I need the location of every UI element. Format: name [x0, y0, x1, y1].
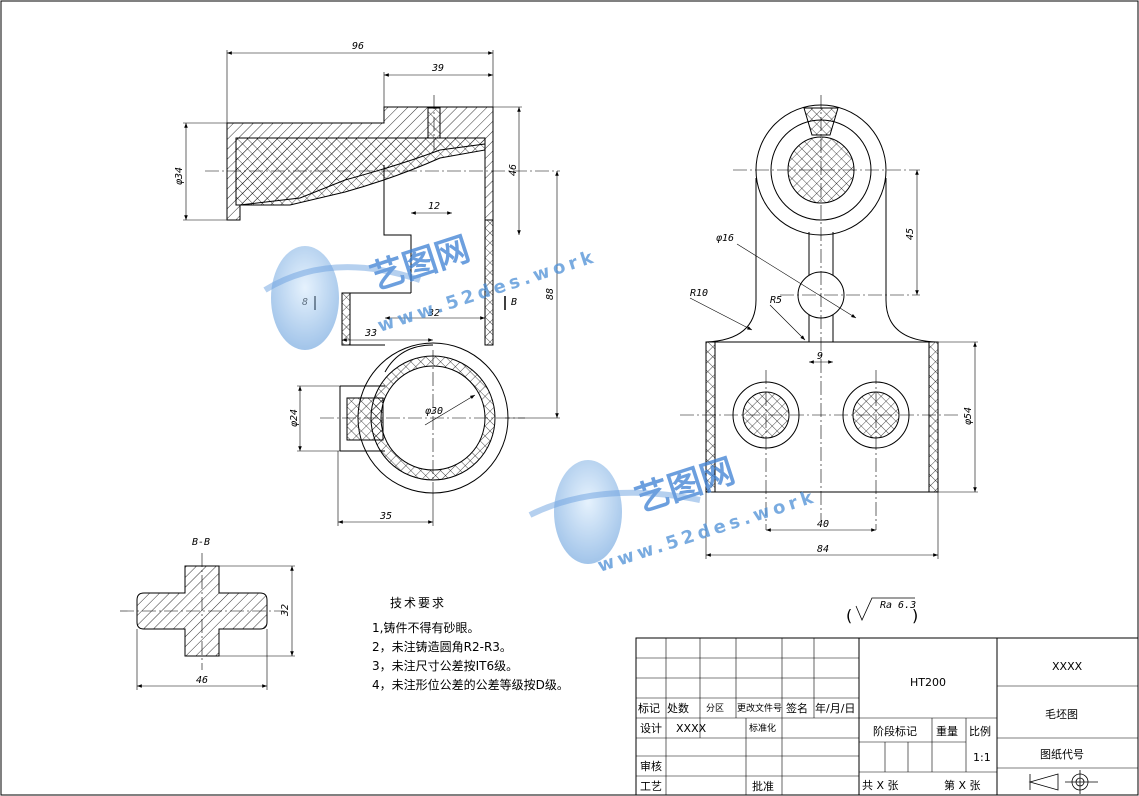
- front-view-dims: 96 39 φ34 46 12 88 33 32 8 B φ30 φ24 35: [174, 41, 556, 522]
- dim-r5: R5: [770, 295, 782, 306]
- label-scale: 比例: [969, 724, 991, 738]
- section-label: B-B: [192, 537, 210, 548]
- label-design: 设计: [640, 722, 662, 735]
- globe-icon: [271, 246, 339, 350]
- dim-40: 40: [817, 519, 829, 530]
- tech-notes: 技术要求 1,铸件不得有砂眼。 2，未注铸造圆角R2-R3。 3，未注尺寸公差按…: [372, 594, 569, 695]
- tech-note-item: 1,铸件不得有砂眼。: [372, 621, 480, 635]
- dim-96: 96: [352, 41, 364, 52]
- watermark-brand: 艺图网: [630, 451, 739, 521]
- svg-text:(: (: [846, 606, 852, 625]
- label-mark: 标记: [638, 701, 660, 715]
- dim-r10: R10: [690, 288, 708, 299]
- svg-text:): ): [912, 606, 918, 625]
- watermark-brand: 艺图网: [365, 229, 474, 299]
- globe-icon: [554, 460, 622, 564]
- label-process: 工艺: [640, 780, 662, 793]
- dim-84: 84: [817, 544, 829, 555]
- section-bb: [120, 553, 295, 690]
- section-mark-b: B: [511, 297, 517, 308]
- name-code: XXXX: [1052, 660, 1083, 673]
- dim-phi34: φ34: [174, 167, 185, 185]
- roughness-symbol: ( ): [846, 597, 918, 625]
- drawing-name: 毛坯图: [1045, 708, 1078, 721]
- label-review: 审核: [640, 759, 662, 773]
- tech-note-item: 3，未注尺寸公差按IT6级。: [372, 659, 519, 673]
- tech-note-item: 4，未注形位公差的公差等级按D级。: [372, 678, 569, 692]
- dim-12: 12: [428, 201, 440, 212]
- title-block-text: HT200 XXXX 毛坯图 图纸代号 标记 处数 分区 更改文件号 签名 年/…: [638, 660, 1084, 793]
- label-standardize: 标准化: [749, 722, 776, 734]
- tech-notes-title: 技术要求: [390, 596, 447, 610]
- watermark-2: 艺图网 www.52des.work: [528, 451, 819, 577]
- dim-46-section: 46: [196, 675, 208, 686]
- label-stage-mark: 阶段标记: [873, 724, 917, 738]
- projection-symbol-icon: [1028, 770, 1098, 794]
- designer: XXXX: [676, 722, 707, 735]
- label-date: 年/月/日: [815, 701, 855, 715]
- tech-note-item: 2，未注铸造圆角R2-R3。: [372, 640, 512, 654]
- dim-phi16: φ16: [716, 233, 734, 244]
- scale-value: 1:1: [973, 751, 991, 764]
- side-view: [680, 95, 978, 559]
- dim-9: 9: [817, 351, 823, 362]
- dim-phi24: φ24: [289, 409, 300, 427]
- label-approve: 批准: [752, 779, 774, 793]
- dim-33: 33: [364, 328, 377, 339]
- dim-45: 45: [905, 228, 916, 240]
- label-zone: 分区: [706, 703, 724, 714]
- label-weight: 重量: [936, 724, 958, 738]
- dim-39: 39: [431, 63, 444, 74]
- front-view: [183, 50, 560, 526]
- dim-32-section: 32: [280, 604, 291, 617]
- dim-32: 32: [427, 308, 440, 319]
- sheets-total: 共 X 张: [862, 779, 899, 792]
- roughness-value: Ra 6.3: [880, 600, 916, 611]
- dim-46: 46: [508, 164, 519, 176]
- side-view-dims: 45 φ54 40 84 9 φ16 R10 R5: [690, 228, 974, 555]
- material: HT200: [910, 676, 946, 689]
- dim-88: 88: [545, 288, 556, 300]
- label-sign: 签名: [786, 701, 808, 715]
- dim-35: 35: [379, 511, 392, 522]
- drawing-code: 图纸代号: [1040, 748, 1084, 761]
- label-count: 处数: [667, 702, 689, 715]
- sheet-number: 第 X 张: [944, 778, 981, 792]
- dim-phi54: φ54: [963, 407, 974, 425]
- title-block: [635, 637, 1139, 796]
- label-change-doc: 更改文件号: [737, 702, 782, 714]
- dim-phi30: φ30: [425, 406, 443, 417]
